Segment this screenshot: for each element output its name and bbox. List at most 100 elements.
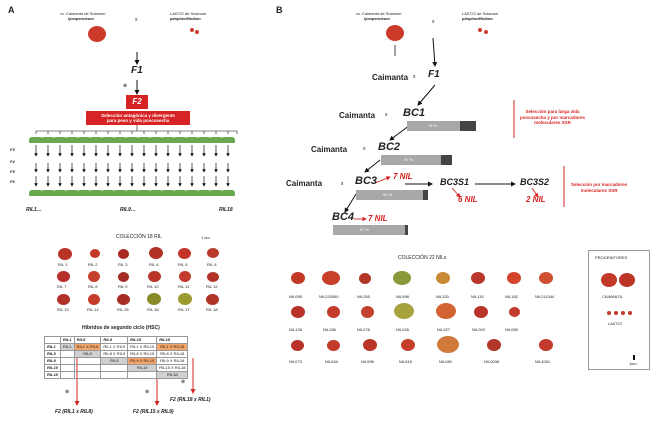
tomato-la0722-prog [621,311,625,315]
hsc-col-header: RIL9 [100,336,129,344]
tomato-la0722-prog [607,311,611,315]
hsc-cell: RIL8 [73,350,102,358]
tomato-ril8 [88,271,100,282]
bc3-bar [356,190,423,200]
bc2-bar-dark [441,155,452,165]
ril-label-middle: RIL9… [120,207,136,213]
selection-line1: Selección antagónica y divergente [101,113,175,118]
hsc-col-header: RIL15 [127,336,158,344]
hsc-cell [73,364,102,372]
tomato-nil045 [394,303,414,319]
tomato-ril18 [206,294,219,305]
bc1-percent: 75 % [428,123,438,128]
b-parent2-line2: pimpinellifolium [462,16,493,21]
progenitores-box: PROGENITORES CAIMANTA LA0722 1cm [588,250,650,370]
tomato-ril9 [118,272,129,282]
hsc-cell [59,350,75,358]
tomato-nil276 [361,306,374,318]
sel1-line3: moleculares SSR [534,120,571,125]
tomato-ril15 [117,294,130,305]
f2-cross-label-2: F2 (RIL15 x RIL9) [133,409,174,415]
hsc-row-header: RIL18 [44,371,61,379]
tomato-nil327 [436,303,456,319]
nil-label: NIL598 [396,294,409,299]
tomato-ril17 [178,293,192,305]
bc2-bar [381,155,441,165]
selection-box-a: Selección antagónica y divergente para p… [86,111,190,125]
nil-collection-title: COLECCIÓN 22 NILs [398,255,447,261]
self-symbol: ⊗ [123,83,128,89]
hsc-cell: RIL15 X RIL18 [156,364,189,372]
f1-label: F1 [131,65,143,76]
caimanta-label-1: Caimanta [372,73,409,82]
bc4-percent: 97 % [360,227,370,232]
nil-label: NIL596 [361,359,374,364]
nil-label: NIL327 [437,327,450,332]
panel-b-letter: B [276,5,283,15]
f2-cross-label-3: F2 (RIL18 x RIL1) [170,397,211,403]
hsc-cell: RIL15 [127,364,158,372]
parent1-line2: lycopersicum [68,16,94,21]
nil-label: NIL1081 [535,359,551,364]
tomato-caimanta-prog [619,273,635,287]
gen-f5: F5 [10,169,15,174]
nil-label: NIL069 [505,327,518,332]
tomato-ril3 [118,249,129,259]
hsc-cell: RIL8 X RIL18 [156,350,189,358]
tomato-ril16 [147,293,161,305]
tomato-nil0038 [487,339,501,351]
s1-nil-count: 6 NIL [458,195,478,204]
tomato-la0722-prog [614,311,618,315]
bc4-bar [333,225,405,235]
ril-label: RIL 16 [147,307,159,312]
hsc-col-header: RIL8 [73,336,102,344]
nil-label: NIL634 [325,359,338,364]
ril-label: RIL 3 [118,262,128,267]
tomato-ril13 [57,294,70,305]
tomato-caimanta-prog [601,273,617,287]
caimanta-label-4: Caimanta [286,179,323,188]
hsc-title: Híbridos de segundo ciclo (HSC) [82,325,160,331]
nil-label: NIL220060 [319,294,339,299]
parent2-line1: LA0722 de Solanum [170,11,207,16]
ril-label-last: RIL18 [219,207,233,213]
ril-label: RIL 9 [118,284,128,289]
hsc-cell [73,371,102,379]
self-symbol: ⊗ [181,379,186,385]
tomato-nil255 [359,273,371,284]
b-cross-symbol: x [432,19,435,25]
hsc-cell: RIL1 [59,343,75,351]
nil-label: NIL276 [357,327,370,332]
s2-nil-count: 2 NIL [526,195,546,204]
nil-label: NIL320 [436,294,449,299]
tomato-nil095 [291,272,305,284]
bc3-label: BC3 [355,175,378,187]
b-cross: x [413,74,416,80]
hsc-row-header: RIL15 [44,364,61,372]
nil-label: NIL0038 [484,359,500,364]
hsc-col-header: RIL18 [156,336,189,344]
tomato-ril10 [148,271,161,282]
scale-bar [633,355,635,360]
tomato-nil220060 [322,271,340,285]
nil-label: NIL115 [471,294,484,299]
ril-label: RIL 1 [58,262,68,267]
ril-scale: 1 cm [201,235,210,240]
bc3s1-label: BC3S1 [440,177,470,187]
gen-f4: F4 [10,159,15,164]
ril-label: RIL 8 [88,284,98,289]
hsc-cell [73,357,102,365]
tomato-ril6 [207,248,219,258]
bc2-percent: 87 % [404,157,414,162]
tomato-nil073 [291,340,304,351]
nil-label: NIL255 [357,294,370,299]
sel1-line2: poscosecha y por marcadores [520,114,586,120]
tomato-ril11 [179,271,191,282]
hsc-cell-selected: RIL9 X RIL15 [127,357,158,365]
ril-label: RIL 6 [207,262,217,267]
tomato-la0722 [190,28,194,32]
nil-label: NIL003 [472,327,485,332]
bc2-label: BC2 [378,141,401,153]
tomato-nil634 [327,340,340,351]
